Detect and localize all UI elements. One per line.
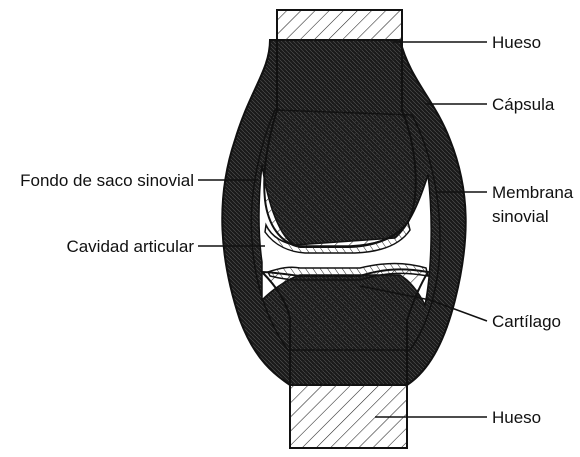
label-hueso-top: Hueso [492, 33, 541, 52]
label-fondo-de-saco-sinovial: Fondo de saco sinovial [20, 171, 194, 190]
label-cartilago: Cartílago [492, 312, 561, 331]
upper-bone [264, 10, 415, 247]
label-capsula: Cápsula [492, 95, 555, 114]
label-sinovial: sinovial [492, 207, 549, 226]
label-cavidad-articular: Cavidad articular [66, 237, 194, 256]
label-hueso-bottom: Hueso [492, 408, 541, 427]
label-membrana: Membrana [492, 183, 574, 202]
